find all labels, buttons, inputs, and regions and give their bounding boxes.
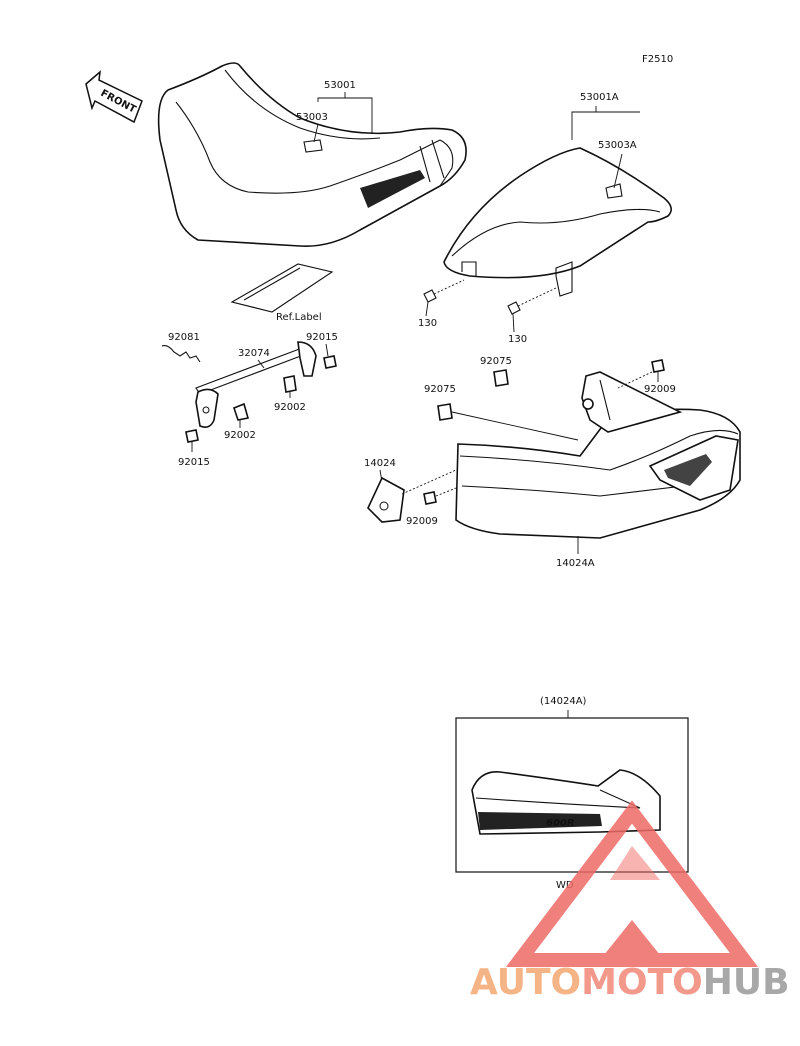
watermark-text: AUTOMOTOHUB — [470, 962, 790, 1003]
watermark-logo — [505, 800, 759, 967]
label-screw-lower: 92009 — [406, 516, 438, 527]
tail-cover — [455, 371, 741, 539]
watermark-part3: HUB — [703, 962, 790, 1003]
inset-variant: WD — [556, 880, 574, 891]
label-bracket: 14024 — [364, 458, 396, 469]
label-clip-lower: 92075 — [424, 384, 456, 395]
tail-bracket — [367, 469, 457, 523]
inset-title: (14024A) — [540, 696, 587, 707]
label-nut-upper: 92015 — [306, 332, 338, 343]
rear-seat-assembly — [443, 147, 672, 297]
label-seat-assembly: 53001 — [324, 80, 356, 91]
label-clip-upper: 92075 — [480, 356, 512, 367]
label-spring: 92081 — [168, 332, 200, 343]
inset-badge: 600R — [546, 818, 575, 829]
bolt-right — [507, 287, 557, 315]
label-screw-right: 92009 — [644, 384, 676, 395]
front-arrow-icon: FRONT — [85, 70, 143, 124]
clip-lower — [437, 403, 453, 421]
screw-right — [651, 359, 665, 373]
label-damper-a: 92002 — [274, 402, 306, 413]
bolt-left — [423, 279, 465, 303]
label-damper-b: 92002 — [224, 430, 256, 441]
label-ref-label: Ref.Label — [276, 312, 322, 323]
label-bolt-right: 130 — [508, 334, 527, 345]
screw-lower — [423, 491, 437, 505]
label-rear-seat-assembly: 53001A — [580, 92, 619, 103]
label-bolt-left: 130 — [418, 318, 437, 329]
watermark-part2: MOTO — [581, 962, 703, 1003]
label-cover: 14024A — [556, 558, 595, 569]
reference-label — [230, 263, 334, 313]
seat-lock-mechanism — [161, 341, 337, 443]
label-seat-cover: 53003 — [296, 112, 328, 123]
seat-assembly — [157, 62, 467, 247]
clip-upper — [493, 369, 509, 387]
figure-code: F2510 — [642, 54, 673, 65]
label-lock-rod: 32074 — [238, 348, 270, 359]
watermark-part1: AUTO — [470, 962, 581, 1003]
label-nut-lower: 92015 — [178, 457, 210, 468]
label-rear-seat-cover: 53003A — [598, 140, 637, 151]
